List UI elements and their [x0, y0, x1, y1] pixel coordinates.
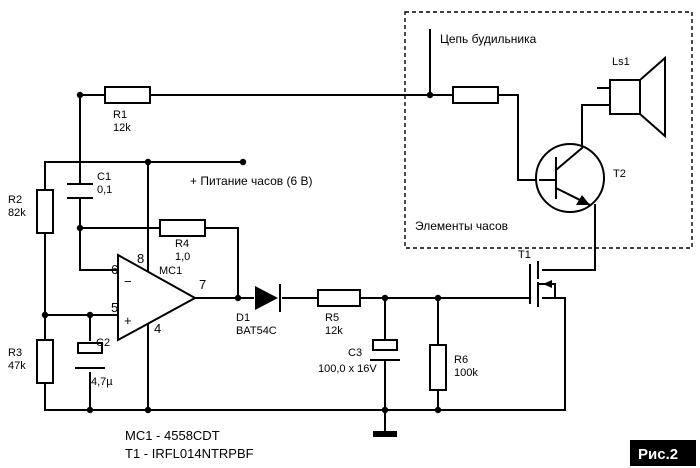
pin-7: 7 [199, 277, 206, 292]
r3-value: 47k [8, 360, 26, 372]
pin-6: 6 [111, 262, 118, 277]
ground-symbol [373, 431, 397, 437]
resistor-r4 [159, 219, 206, 237]
ls1-ref: Ls1 [612, 56, 630, 68]
resistor-r3 [36, 339, 54, 384]
c3-value: 100,0 x 16V [318, 363, 377, 375]
t1-ref: T1 [518, 249, 531, 261]
resistor-r6 [429, 344, 447, 391]
mc1-ref: MC1 [159, 265, 182, 277]
c1-ref: C1 [97, 171, 111, 183]
junctions [41, 91, 442, 414]
resistor-r5 [317, 289, 361, 307]
c3-ref: C3 [348, 347, 362, 359]
r6-value: 100k [454, 367, 478, 379]
clock-elements-frame [404, 11, 693, 249]
pin-5: 5 [111, 300, 118, 315]
t2-ref: T2 [613, 168, 626, 180]
r1-ref: R1 [113, 109, 127, 121]
r1-value: 12k [113, 122, 131, 134]
pin-4: 4 [154, 321, 161, 336]
d1-value: BAT54C [236, 325, 277, 337]
r2-ref: R2 [8, 194, 22, 206]
capacitor-c3 [370, 339, 400, 361]
figure-badge [630, 440, 696, 466]
r4-value: 1,0 [175, 251, 190, 263]
resistor-r1 [104, 86, 151, 104]
resistor-r2 [36, 189, 54, 234]
r5-value: 12k [325, 325, 343, 337]
speaker-ls1 [597, 55, 666, 139]
transistor-t2 [535, 143, 605, 213]
opamp-mc1 [117, 253, 198, 342]
power-label: + Питание часов (6 В) [190, 174, 313, 188]
opamp-noninverting-sign: + [124, 313, 132, 328]
r4-ref: R4 [175, 238, 189, 250]
transistor-t1 [529, 261, 556, 307]
r5-ref: R5 [325, 312, 339, 324]
r6-ref: R6 [454, 354, 468, 366]
capacitor-c2 [75, 342, 105, 369]
r3-ref: R3 [8, 347, 22, 359]
parts-list-line-1: MC1 - 4558CDT [125, 428, 220, 443]
alarm-circuit-label: Цепь будильника [440, 32, 537, 46]
opamp-inverting-sign: − [124, 274, 132, 289]
d1-ref: D1 [236, 312, 250, 324]
pin-8: 8 [137, 251, 144, 266]
resistor-alarm [452, 86, 499, 104]
parts-list-line-2: T1 - IRFL014NTRPBF [125, 446, 254, 461]
figure-label: Рис.2 [638, 446, 678, 463]
capacitor-c1 [67, 183, 93, 199]
r2-value: 82k [8, 207, 26, 219]
c2-value: 4,7µ [91, 376, 113, 388]
c1-value: 0,1 [97, 184, 112, 196]
diode-d1 [255, 284, 281, 312]
clock-elements-label: Элементы часов [415, 219, 508, 233]
c2-ref: C2 [96, 337, 110, 349]
